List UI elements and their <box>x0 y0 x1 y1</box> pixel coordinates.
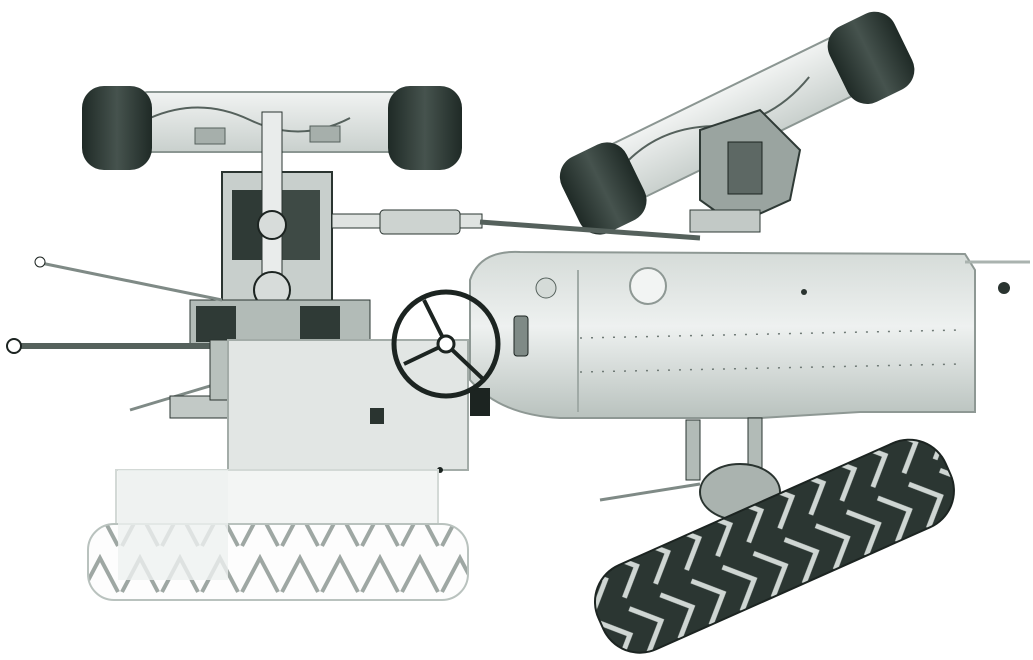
tractor-body <box>227 250 1030 473</box>
front-right-tire-b <box>827 11 915 104</box>
rear-left-tire <box>87 469 469 601</box>
drive-shaft <box>331 209 701 241</box>
gear-lever <box>470 388 490 416</box>
rear-right-tire <box>593 438 955 654</box>
steering-knuckle-right <box>689 108 802 233</box>
steering-wheel-icon <box>391 289 501 399</box>
front-left-tire <box>82 86 462 170</box>
front-right-tire-a <box>559 142 647 235</box>
gearbox-cutaway <box>189 111 371 363</box>
